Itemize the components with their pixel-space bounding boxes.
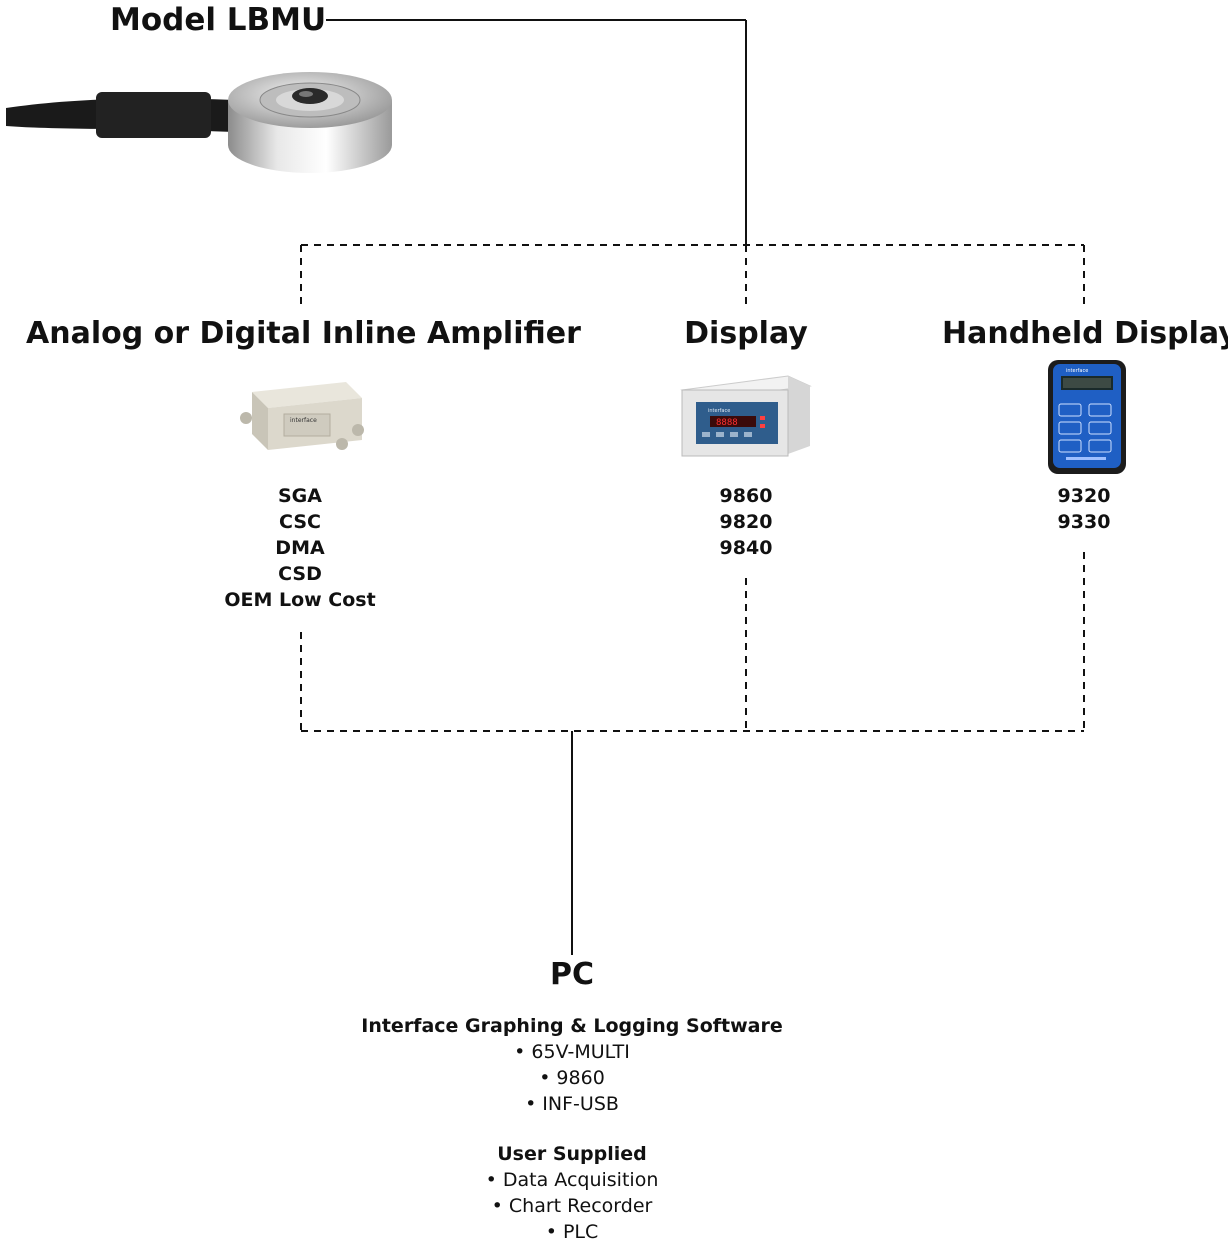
display-heading: Display	[684, 316, 808, 351]
amplifier-model-list: SGA CSC DMA CSD OEM Low Cost	[200, 483, 400, 613]
cable-sleeve	[96, 92, 211, 138]
user-supplied-item: • PLC	[545, 1221, 599, 1243]
amplifier-model: CSD	[278, 563, 322, 585]
amplifier-brand: interface	[290, 417, 317, 424]
software-title: Interface Graphing & Logging Software	[361, 1015, 783, 1037]
amplifier-model: CSC	[279, 511, 321, 533]
handheld-model: 9330	[1057, 511, 1111, 533]
amplifier-model: OEM Low Cost	[224, 589, 376, 611]
display-model-list: 9860 9820 9840	[696, 483, 796, 561]
display-brand: interface	[708, 408, 730, 414]
amplifier-device-image: interface	[240, 382, 364, 450]
display-model: 9860	[719, 485, 773, 507]
software-item: • 65V-MULTI	[514, 1041, 630, 1063]
software-item: • INF-USB	[525, 1093, 619, 1115]
amplifier-model: DMA	[275, 537, 325, 559]
handheld-model: 9320	[1057, 485, 1111, 507]
pc-user-list: User Supplied • Data Acquisition • Chart…	[372, 1141, 772, 1245]
load-cell-image	[6, 72, 392, 173]
sensor-title: Model LBMU	[110, 2, 327, 38]
amplifier-heading: Analog or Digital Inline Amplifier	[26, 316, 581, 351]
amplifier-model: SGA	[278, 485, 322, 507]
handheld-heading: Handheld Display	[942, 316, 1228, 351]
pc-software-list: Interface Graphing & Logging Software • …	[322, 1013, 822, 1117]
handheld-brand: interface	[1066, 368, 1088, 374]
handheld-model-list: 9320 9330	[1034, 483, 1134, 535]
user-supplied-item: • Chart Recorder	[491, 1195, 653, 1217]
display-model: 9840	[719, 537, 773, 559]
display-model: 9820	[719, 511, 773, 533]
display-device-image: 8888 interface	[680, 375, 812, 457]
user-supplied-title: User Supplied	[497, 1143, 647, 1165]
handheld-device-image: interface	[1048, 360, 1126, 474]
software-item: • 9860	[539, 1067, 605, 1089]
svg-text:8888: 8888	[716, 418, 738, 428]
user-supplied-item: • Data Acquisition	[485, 1169, 659, 1191]
pc-heading: PC	[549, 957, 594, 992]
